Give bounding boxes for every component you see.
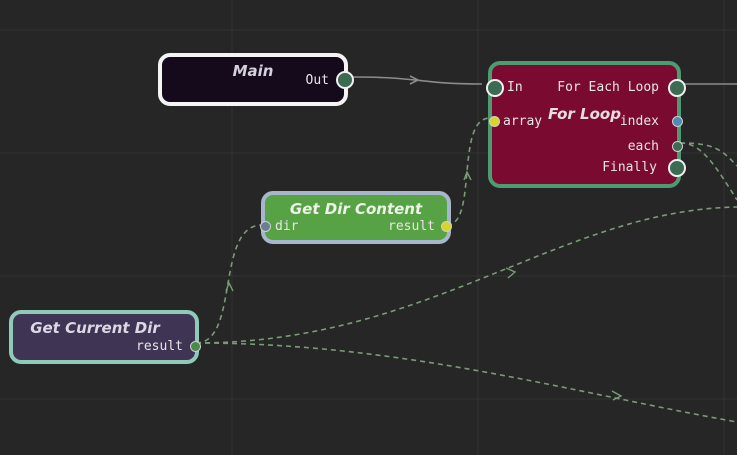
pin-label-each: each <box>627 139 659 154</box>
wire-arrow <box>463 170 472 181</box>
node-title: For Loop <box>548 105 621 123</box>
data-pin-index[interactable] <box>672 116 683 127</box>
exec-pin-out[interactable] <box>336 71 354 89</box>
data-wire-result-to-array[interactable] <box>446 117 491 226</box>
pin-label-array: array <box>503 114 543 129</box>
node-main[interactable]: Main Out <box>158 53 354 106</box>
data-pin-array[interactable] <box>489 116 500 127</box>
node-get-dir-content[interactable]: Get Dir Content dir result <box>260 191 452 244</box>
data-wire-curdir-out-upper[interactable] <box>195 206 737 344</box>
data-wire-each-out-2[interactable] <box>679 142 737 201</box>
pin-label-result: result <box>388 219 435 234</box>
wire-arrow <box>611 390 623 401</box>
pin-label-out: Out <box>305 73 329 88</box>
data-pin-dir[interactable] <box>260 221 271 232</box>
exec-pin-for-each-loop[interactable] <box>668 79 686 97</box>
data-wire-curdir-out-lower[interactable] <box>195 342 737 423</box>
exec-wire-main-to-forloop[interactable] <box>352 76 483 85</box>
node-title: Main <box>232 62 274 80</box>
pin-label-finally: Finally <box>602 160 657 175</box>
node-title: Get Current Dir <box>30 319 160 337</box>
data-pin-each[interactable] <box>672 141 683 152</box>
node-for-loop[interactable]: In For Each Loop For Loop array index ea… <box>486 61 686 188</box>
node-get-current-dir[interactable]: Get Current Dir result <box>9 310 201 364</box>
pin-label-index: index <box>619 114 659 129</box>
pin-label-for-each-loop: For Each Loop <box>557 80 659 95</box>
wire-arrow <box>409 75 420 85</box>
node-title: Get Dir Content <box>289 200 423 218</box>
wire-arrow <box>225 281 234 292</box>
pin-label-result: result <box>136 339 183 354</box>
data-pin-result[interactable] <box>190 341 201 352</box>
exec-pin-in[interactable] <box>486 79 504 97</box>
data-pin-result[interactable] <box>441 221 452 232</box>
data-wire-each-out[interactable] <box>679 142 737 167</box>
pin-label-dir: dir <box>275 219 299 234</box>
exec-pin-finally[interactable] <box>668 159 686 177</box>
pin-label-in: In <box>507 80 523 95</box>
wire-arrow <box>505 267 517 279</box>
